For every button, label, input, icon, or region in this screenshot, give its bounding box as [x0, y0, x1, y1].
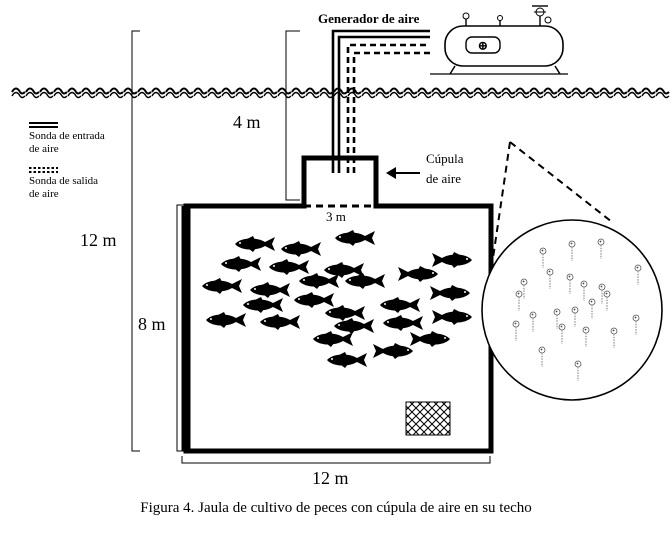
- dome-label-line2: de aire: [426, 171, 461, 186]
- fish-icon: [380, 297, 420, 313]
- fish-icon: [313, 331, 353, 347]
- depth-top-label: 4 m: [233, 112, 261, 132]
- fish-icon: [432, 309, 472, 325]
- fish-cage: [181, 155, 494, 454]
- fish-icon: [294, 292, 334, 308]
- fish-icon: [299, 273, 339, 289]
- fish-icon: [221, 256, 261, 272]
- legend-outlet-label-1: Sonda de salida: [29, 175, 98, 187]
- depth-total-label: 12 m: [80, 230, 117, 250]
- fish-icon: [432, 252, 472, 268]
- air-generator-icon: ⊕: [430, 5, 568, 75]
- legend: Sonda de entrada de aire Sonda de salida…: [29, 122, 105, 200]
- fish-icon: [327, 352, 367, 368]
- cage-height-dimension: [176, 204, 185, 452]
- fish-icon: [202, 278, 242, 294]
- fish-icon: [260, 314, 300, 330]
- depth-12m-dimension: [131, 30, 140, 452]
- water-surface: [11, 87, 670, 99]
- zoom-callout: [481, 141, 663, 401]
- net-mesh-icon: [405, 401, 451, 436]
- fish-icon: [206, 312, 246, 328]
- fish-school: [202, 230, 472, 368]
- fish-icon: [334, 318, 374, 334]
- figure-caption: Figura 4. Jaula de cultivo de peces con …: [140, 500, 532, 516]
- fish-icon: [373, 343, 413, 359]
- air-pipes: [331, 29, 430, 173]
- cage-width-label: 12 m: [312, 468, 349, 488]
- legend-inlet-label-2: de aire: [29, 143, 59, 155]
- dome-label-line1: Cúpula: [426, 151, 464, 166]
- depth-4m-dimension: [285, 30, 300, 201]
- fish-icon: [383, 315, 423, 331]
- svg-text:⊕: ⊕: [478, 38, 489, 53]
- generator-label: Generador de aire: [318, 11, 420, 26]
- cage-height-label: 8 m: [138, 314, 166, 334]
- cage-width-dimension: [181, 456, 491, 464]
- fish-icon: [410, 331, 450, 347]
- fish-icon: [243, 297, 283, 313]
- legend-outlet-label-2: de aire: [29, 188, 59, 200]
- fish-icon: [250, 282, 290, 298]
- fish-icon: [281, 241, 321, 257]
- fish-icon: [345, 273, 385, 289]
- fish-icon: [269, 259, 309, 275]
- fish-icon: [430, 285, 470, 301]
- dome-width-label: 3 m: [326, 209, 346, 224]
- fish-icon: [398, 266, 438, 282]
- dome-pointer-arrow: [386, 167, 420, 179]
- fish-icon: [235, 236, 275, 252]
- legend-inlet-label-1: Sonda de entrada: [29, 130, 105, 142]
- fish-icon: [335, 230, 375, 246]
- fish-icon: [325, 305, 365, 321]
